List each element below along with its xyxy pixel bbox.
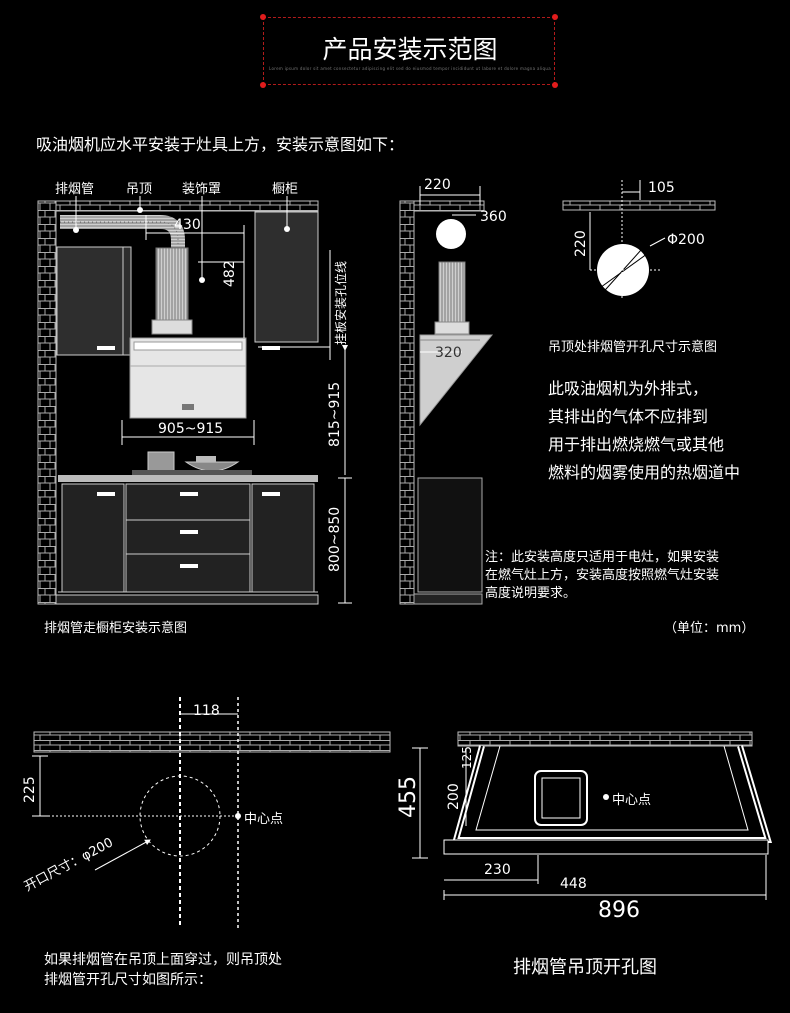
exhaust-note-line: 其排出的气体不应排到 xyxy=(548,407,709,426)
hole-plan-diagram xyxy=(32,697,391,928)
install-note-line: 在燃气灶上方，安装高度按照燃气灶安装 xyxy=(485,568,720,583)
label-cabinet: 橱柜 xyxy=(272,182,299,197)
dim-230: 230 xyxy=(484,862,511,878)
corner-dot xyxy=(260,82,266,88)
corner-dot xyxy=(552,14,558,20)
center-point-label: 中心点 xyxy=(244,812,284,827)
page-title: 产品安装示范图 xyxy=(322,35,498,64)
dim-815-915: 815~915 xyxy=(327,381,343,447)
ceiling-hole-diagram xyxy=(412,731,773,900)
dim-360: 360 xyxy=(480,209,507,225)
dim-220-hole: 220 xyxy=(573,230,589,257)
unit-label: （单位：mm） xyxy=(664,621,755,636)
hole-plan-caption: 如果排烟管在吊顶上面穿过，则吊顶处 排烟管开孔尺寸如图所示： xyxy=(44,950,282,990)
hole-plan-caption-line: 如果排烟管在吊顶上面穿过，则吊顶处 xyxy=(44,952,282,968)
dim-905-915: 905~915 xyxy=(158,421,224,437)
dim-105: 105 xyxy=(648,180,675,196)
dim-320: 320 xyxy=(435,345,462,361)
dim-800-850: 800~850 xyxy=(327,506,343,572)
dim-482: 482 xyxy=(222,260,238,287)
exhaust-note-line: 此吸油烟机为外排式， xyxy=(548,379,709,398)
ceiling-hole-small-diagram xyxy=(562,180,716,300)
center-point-label-2: 中心点 xyxy=(612,793,652,808)
label-ceiling: 吊顶 xyxy=(126,182,153,197)
install-note-line: 注：此安装高度只适用于电灶，如果安装 xyxy=(485,550,720,565)
dim-125: 125 xyxy=(460,746,474,769)
corner-dot xyxy=(552,82,558,88)
exhaust-note: 此吸油烟机为外排式， 其排出的气体不应排到 用于排出燃烧燃气或其他 燃料的烟雾使… xyxy=(548,375,740,487)
dim-200: 200 xyxy=(446,783,462,810)
ceiling-hole-small-caption: 吊顶处排烟管开孔尺寸示意图 xyxy=(548,340,718,355)
page-subtitle: Lorem ipsum dolor sit amet consectetur a… xyxy=(269,66,551,71)
cabinet-diagram-caption: 排烟管走橱柜安装示意图 xyxy=(44,621,188,636)
hole-plan-caption-line: 排烟管开孔尺寸如图所示： xyxy=(44,972,212,988)
cabinet-diagram xyxy=(37,196,352,605)
dim-448: 448 xyxy=(560,876,587,892)
diameter-label: Φ200 xyxy=(667,232,705,248)
exhaust-note-line: 用于排出燃烧燃气或其他 xyxy=(548,435,725,454)
dim-430: 430 xyxy=(174,217,201,233)
label-pipe: 排烟管 xyxy=(55,182,95,197)
dim-118: 118 xyxy=(193,703,220,719)
dim-220-side: 220 xyxy=(424,177,451,193)
corner-dot xyxy=(260,14,266,20)
intro-text: 吸油烟机应水平安装于灶具上方，安装示意图如下： xyxy=(36,135,405,154)
side-view-diagram xyxy=(399,186,494,605)
dim-hang-line: 挂板安装孔位线 xyxy=(334,260,348,345)
exhaust-note-line: 燃料的烟雾使用的热烟道中 xyxy=(548,463,741,482)
install-note: 注：此安装高度只适用于电灶，如果安装 在燃气灶上方，安装高度按照燃气灶安装 高度… xyxy=(485,549,719,603)
dim-225: 225 xyxy=(22,776,38,803)
dim-896: 896 xyxy=(598,898,640,923)
label-cover: 装饰罩 xyxy=(182,182,222,197)
install-note-line: 高度说明要求。 xyxy=(485,586,577,601)
ceiling-hole-diagram-caption: 排烟管吊顶开孔图 xyxy=(513,957,657,978)
title-box: 产品安装示范图 Lorem ipsum dolor sit amet conse… xyxy=(263,17,555,85)
dim-455: 455 xyxy=(396,776,421,818)
